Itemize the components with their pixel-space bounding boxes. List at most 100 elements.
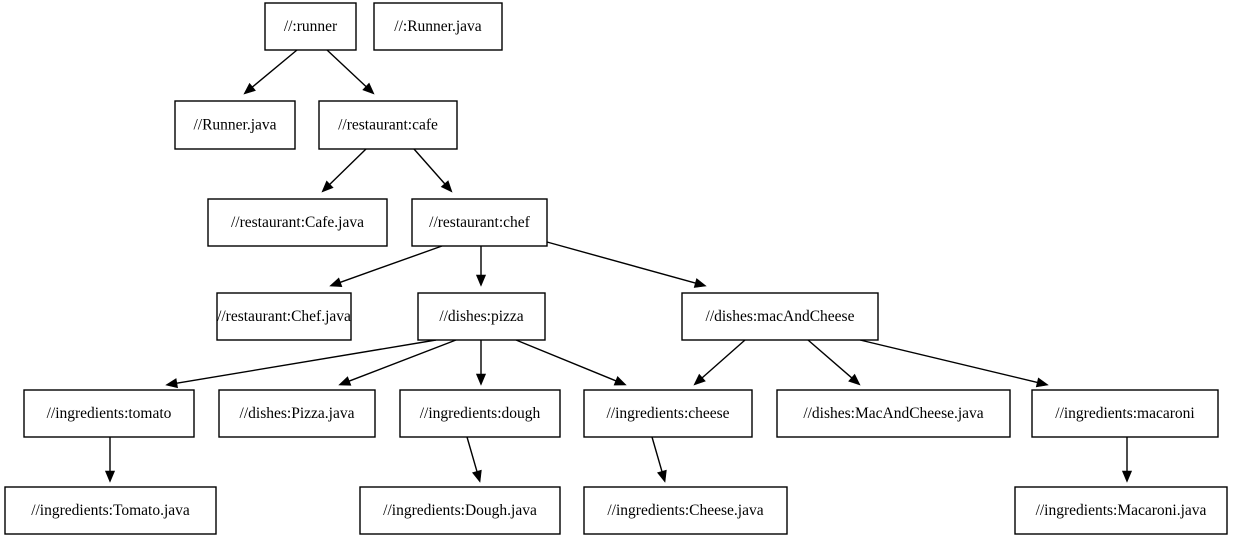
node-cafe_java[interactable]: //restaurant:Cafe.java xyxy=(207,198,388,247)
edge-restaurant_chef-to-chef_java xyxy=(329,245,443,287)
arrowhead-icon xyxy=(321,180,334,193)
node-label: //restaurant:chef xyxy=(429,214,531,231)
arrowhead-icon xyxy=(693,278,707,288)
node-label: //dishes:pizza xyxy=(439,308,523,325)
node-box[interactable] xyxy=(417,292,546,341)
node-runner[interactable]: //:runner xyxy=(264,2,357,51)
edge-dishes_pizza-to-ing_dough xyxy=(475,340,487,386)
edge-line xyxy=(329,148,367,185)
node-label: //dishes:macAndCheese xyxy=(706,308,855,325)
node-box[interactable] xyxy=(207,198,388,247)
node-label: //restaurant:Chef.java xyxy=(217,308,351,325)
node-box[interactable] xyxy=(583,486,788,535)
node-dishes_pizza[interactable]: //dishes:pizza xyxy=(417,292,546,341)
node-ing_tomato[interactable]: //ingredients:tomato xyxy=(23,389,195,438)
arrowhead-icon xyxy=(613,376,627,386)
node-label: //ingredients:tomato xyxy=(47,405,172,422)
node-label: //Runner.java xyxy=(193,117,276,134)
edge-line xyxy=(252,49,298,88)
node-box[interactable] xyxy=(1031,389,1219,438)
node-cheese_java[interactable]: //ingredients:Cheese.java xyxy=(583,486,788,535)
node-label: //ingredients:Dough.java xyxy=(383,502,537,519)
node-label: //:runner xyxy=(284,18,338,35)
edge-line xyxy=(326,49,367,87)
edge-line xyxy=(859,339,1038,384)
node-box[interactable] xyxy=(681,292,879,341)
node-box[interactable] xyxy=(373,2,503,51)
node-tomato_java[interactable]: //ingredients:Tomato.java xyxy=(4,486,217,535)
arrowhead-icon xyxy=(693,373,706,386)
edges-layer xyxy=(104,49,1133,483)
edge-dishes_mac-to-ing_cheese xyxy=(693,339,746,386)
node-runner_java_root[interactable]: //:Runner.java xyxy=(373,2,503,51)
node-box[interactable] xyxy=(4,486,217,535)
node-box[interactable] xyxy=(1014,486,1228,535)
edge-dishes_pizza-to-pizza_java xyxy=(338,339,457,386)
edge-restaurant_chef-to-dishes_mac xyxy=(546,241,707,288)
node-label: //dishes:MacAndCheese.java xyxy=(803,405,983,422)
node-box[interactable] xyxy=(264,2,357,51)
node-box[interactable] xyxy=(218,389,376,438)
node-box[interactable] xyxy=(359,486,561,535)
edge-ing_tomato-to-tomato_java xyxy=(104,437,116,483)
node-label: //ingredients:Macaroni.java xyxy=(1036,502,1207,519)
arrowhead-icon xyxy=(338,376,352,386)
node-box[interactable] xyxy=(216,292,352,341)
node-restaurant_chef[interactable]: //restaurant:chef xyxy=(411,198,548,247)
node-label: //ingredients:macaroni xyxy=(1055,405,1195,422)
node-label: //dishes:Pizza.java xyxy=(240,405,355,422)
edge-dishes_mac-to-mac_java xyxy=(807,339,861,386)
node-dishes_mac[interactable]: //dishes:macAndCheese xyxy=(681,292,879,341)
edge-dishes_mac-to-ing_macaroni xyxy=(859,339,1049,388)
node-ing_cheese[interactable]: //ingredients:cheese xyxy=(583,389,753,438)
node-label: //restaurant:Cafe.java xyxy=(231,214,364,231)
node-macaroni_java[interactable]: //ingredients:Macaroni.java xyxy=(1014,486,1228,535)
node-dough_java[interactable]: //ingredients:Dough.java xyxy=(359,486,561,535)
edge-line xyxy=(807,339,853,379)
edge-runner-to-restaurant_cafe xyxy=(326,49,375,95)
node-box[interactable] xyxy=(583,389,753,438)
edge-line xyxy=(349,339,457,382)
edge-restaurant_cafe-to-cafe_java xyxy=(321,148,367,193)
arrowhead-icon xyxy=(1121,470,1133,483)
node-restaurant_cafe[interactable]: //restaurant:cafe xyxy=(318,100,458,150)
edge-restaurant_chef-to-dishes_pizza xyxy=(475,246,487,287)
node-box[interactable] xyxy=(776,389,1011,438)
edge-restaurant_cafe-to-restaurant_chef xyxy=(413,148,453,193)
node-box[interactable] xyxy=(318,100,458,150)
node-box[interactable] xyxy=(174,100,296,150)
arrowhead-icon xyxy=(472,469,482,483)
arrowhead-icon xyxy=(657,469,667,483)
edge-line xyxy=(176,339,437,384)
node-chef_java[interactable]: //restaurant:Chef.java xyxy=(216,292,352,341)
edge-line xyxy=(515,339,617,382)
arrowhead-icon xyxy=(329,277,343,287)
node-label: //ingredients:Tomato.java xyxy=(31,502,190,519)
node-pizza_java[interactable]: //dishes:Pizza.java xyxy=(218,389,376,438)
arrowhead-icon xyxy=(475,373,487,386)
edge-line xyxy=(651,436,663,472)
node-label: //restaurant:cafe xyxy=(338,117,438,134)
node-box[interactable] xyxy=(399,389,561,438)
edge-line xyxy=(466,436,478,472)
edge-line xyxy=(701,339,746,379)
node-box[interactable] xyxy=(23,389,195,438)
node-mac_java[interactable]: //dishes:MacAndCheese.java xyxy=(776,389,1011,438)
node-label: //ingredients:Cheese.java xyxy=(607,502,763,519)
node-ing_dough[interactable]: //ingredients:dough xyxy=(399,389,561,438)
node-box[interactable] xyxy=(411,198,548,247)
node-ing_macaroni[interactable]: //ingredients:macaroni xyxy=(1031,389,1219,438)
edge-line xyxy=(340,245,443,283)
edge-dishes_pizza-to-ing_cheese xyxy=(515,339,627,386)
node-runner_java[interactable]: //Runner.java xyxy=(174,100,296,150)
edge-runner-to-runner_java xyxy=(243,49,298,95)
arrowhead-icon xyxy=(104,470,116,483)
arrowhead-icon xyxy=(362,82,375,95)
arrowhead-icon xyxy=(475,274,487,287)
arrowhead-icon xyxy=(848,373,861,386)
arrowhead-icon xyxy=(1035,377,1049,388)
edge-line xyxy=(413,148,446,185)
node-label: //:Runner.java xyxy=(394,18,482,35)
